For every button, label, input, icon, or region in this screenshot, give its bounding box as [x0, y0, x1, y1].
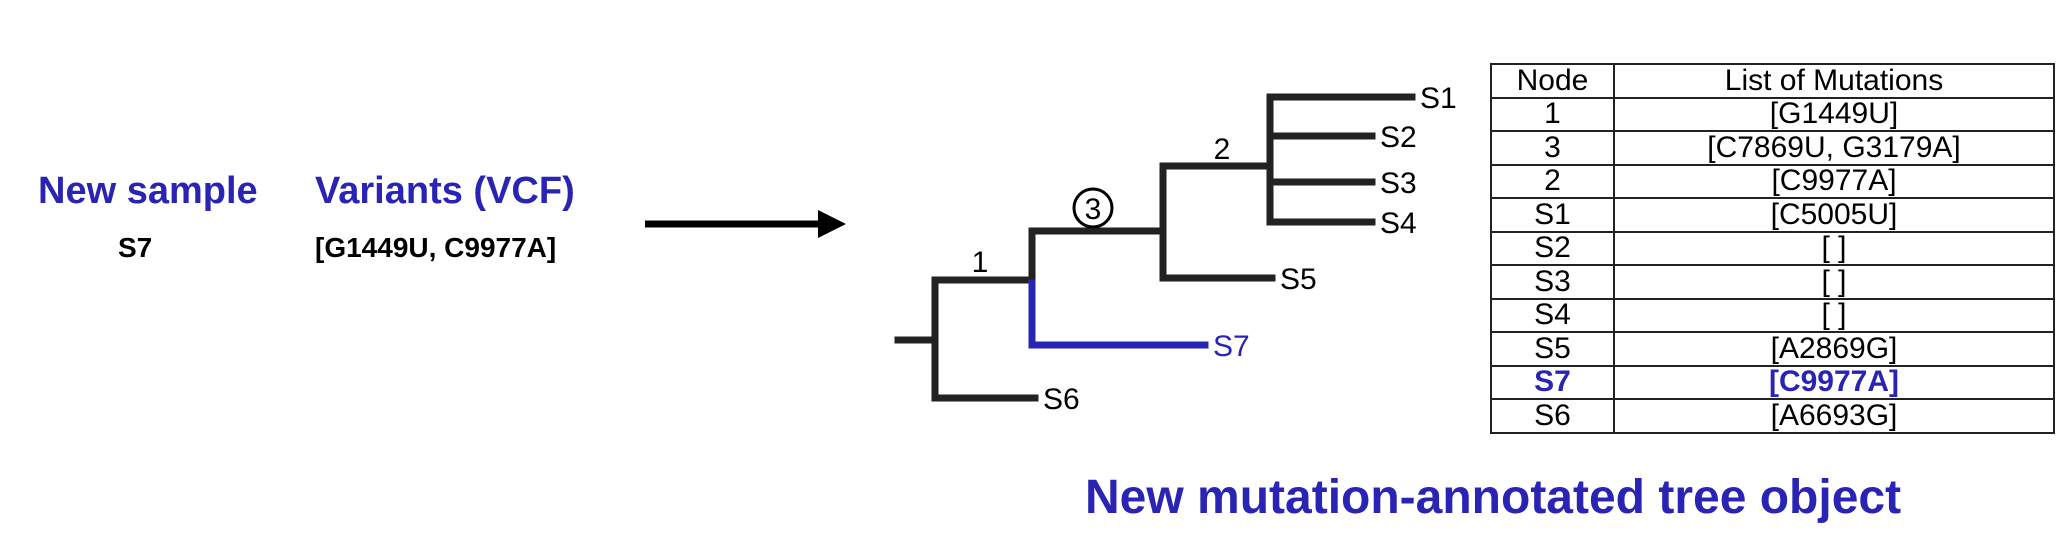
table-row: S4[ ]	[1490, 297, 2055, 333]
leaf-label-s5: S5	[1280, 263, 1317, 296]
table-row: S5[A2869G]	[1490, 331, 2055, 367]
leaf-label-s2: S2	[1380, 121, 1417, 154]
node-column-header: Node	[1490, 63, 1615, 99]
node-cell: S3	[1490, 264, 1615, 300]
mutations-cell: [A6693G]	[1613, 398, 2055, 434]
mutations-cell: [C9977A]	[1613, 364, 2055, 400]
node-cell: 2	[1490, 163, 1615, 199]
node-cell: S1	[1490, 197, 1615, 233]
node-cell: S6	[1490, 398, 1615, 434]
branch-label-3: 3	[1085, 193, 1102, 226]
node-cell: S4	[1490, 297, 1615, 333]
branch-3-circle	[1072, 187, 1114, 229]
mutations-cell: [G1449U]	[1613, 96, 2055, 132]
table-row: S6[A6693G]	[1490, 398, 2055, 434]
branch-label-1: 1	[972, 246, 989, 279]
leaf-label-s6: S6	[1043, 383, 1080, 416]
mutations-cell: [ ]	[1613, 264, 2055, 300]
mutations-cell: [ ]	[1613, 230, 2055, 266]
variants-value: [G1449U, C9977A]	[315, 232, 557, 263]
leaf-label-s4: S4	[1380, 207, 1417, 240]
table-row: 3[C7869U, G3179A]	[1490, 130, 2055, 166]
arrow-head-icon	[818, 210, 846, 238]
variants-header: Variants (VCF)	[315, 170, 575, 212]
mutations-cell: [C9977A]	[1613, 163, 2055, 199]
leaf-label-s1: S1	[1420, 82, 1457, 115]
node-cell: 1	[1490, 96, 1615, 132]
mutations-cell: [C7869U, G3179A]	[1613, 130, 2055, 166]
leaf-label-s3: S3	[1380, 167, 1417, 200]
table-row: 2[C9977A]	[1490, 163, 2055, 199]
leaf-label-s7: S7	[1213, 330, 1250, 363]
table-row: 1[G1449U]	[1490, 96, 2055, 132]
table-header-row: Node List of Mutations	[1490, 63, 2055, 99]
new-sample-header: New sample	[38, 170, 258, 212]
node-cell: S7	[1490, 364, 1615, 400]
table-body: 1[G1449U]3[C7869U, G3179A]2[C9977A]S1[C5…	[1490, 96, 2055, 434]
mutations-column-header: List of Mutations	[1613, 63, 2055, 99]
figure-caption: New mutation-annotated tree object	[1085, 471, 1902, 524]
node-cell: S5	[1490, 331, 1615, 367]
table-row: S7[C9977A]	[1490, 364, 2055, 400]
mutation-table: Node List of Mutations 1[G1449U]3[C7869U…	[1490, 63, 2055, 434]
new-sample-value: S7	[118, 232, 153, 263]
node-cell: S2	[1490, 230, 1615, 266]
branch-label-2: 2	[1214, 133, 1231, 166]
mutations-cell: [ ]	[1613, 297, 2055, 333]
mutations-cell: [C5005U]	[1613, 197, 2055, 233]
table-row: S1[C5005U]	[1490, 197, 2055, 233]
table-row: S2[ ]	[1490, 230, 2055, 266]
mutations-cell: [A2869G]	[1613, 331, 2055, 367]
table-row: S3[ ]	[1490, 264, 2055, 300]
node-cell: 3	[1490, 130, 1615, 166]
